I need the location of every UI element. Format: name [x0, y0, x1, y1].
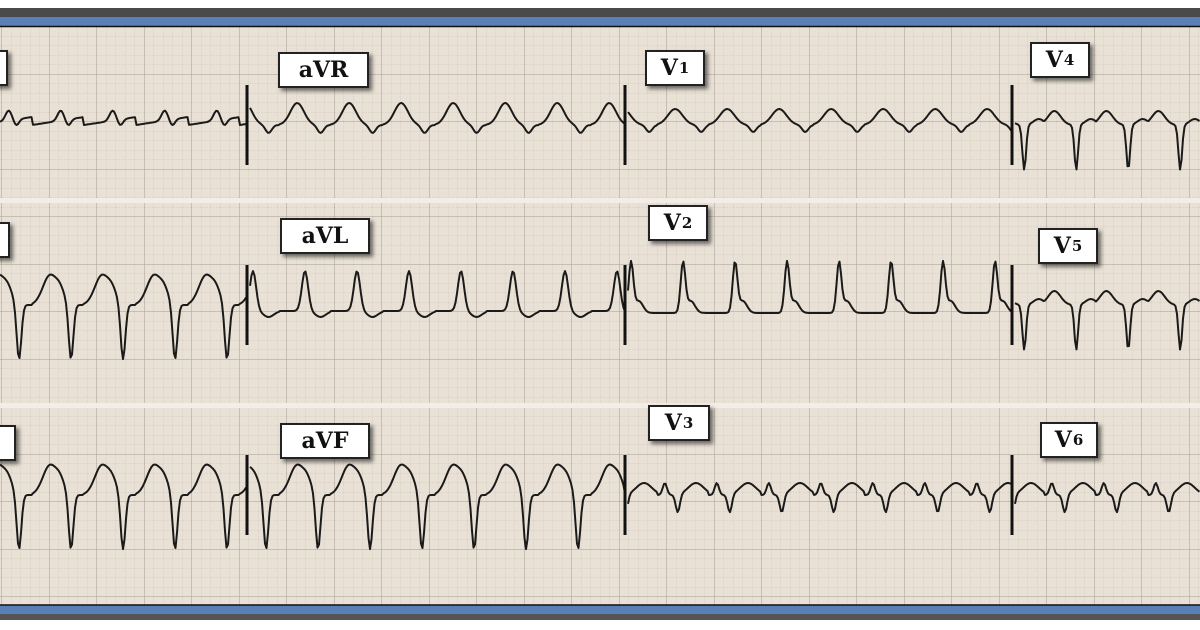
- ecg-trace-V6: [1014, 482, 1200, 514]
- lead-label-text: V: [1045, 47, 1063, 73]
- lead-label-subscript: 6: [1072, 431, 1084, 449]
- ecg-trace-I: [0, 109, 247, 126]
- ecg-trace-V3: [627, 482, 1013, 514]
- top-blue-border: [0, 17, 1200, 26]
- lead-label-subscript: 5: [1071, 237, 1083, 255]
- lead-label-text: aVL: [301, 223, 349, 249]
- row-separator: [0, 403, 1200, 408]
- lead-label-aVF: aVF: [280, 423, 370, 459]
- bottom-shadow: [0, 614, 1200, 620]
- lead-label-text: V: [1054, 427, 1072, 453]
- ecg-trace-V2: [627, 259, 1013, 314]
- lead-label-subscript: 2: [681, 214, 693, 232]
- ecg-trace-II: [0, 273, 247, 361]
- lead-label-text: V: [663, 210, 681, 236]
- lead-label-subscript: 4: [1063, 51, 1075, 69]
- ecg-trace-V5: [1014, 290, 1200, 351]
- lead-label-III: [0, 425, 16, 461]
- ecg-trace-aVR: [249, 102, 626, 134]
- top-shadow: [0, 8, 1200, 18]
- lead-label-text: V: [664, 410, 682, 436]
- ecg-trace-V1: [627, 108, 1013, 133]
- bottom-blue-border: [0, 605, 1200, 614]
- lead-label-II: [0, 222, 10, 258]
- ecg-trace-III: [0, 463, 247, 551]
- ecg-trace-aVF: [249, 463, 626, 551]
- lead-label-subscript: 3: [682, 414, 694, 432]
- lead-label-text: V: [660, 55, 678, 81]
- lead-label-text: V: [1053, 233, 1071, 259]
- lead-label-text: aVF: [301, 428, 349, 454]
- ecg-trace-V4: [1014, 110, 1200, 171]
- lead-label-I: [0, 50, 8, 86]
- lead-label-aVL: aVL: [280, 218, 370, 254]
- row-separator: [0, 198, 1200, 203]
- lead-label-subscript: 1: [678, 59, 690, 77]
- lead-label-text: aVR: [298, 57, 349, 83]
- lead-label-aVR: aVR: [278, 52, 369, 88]
- ecg-trace-aVL: [249, 270, 626, 318]
